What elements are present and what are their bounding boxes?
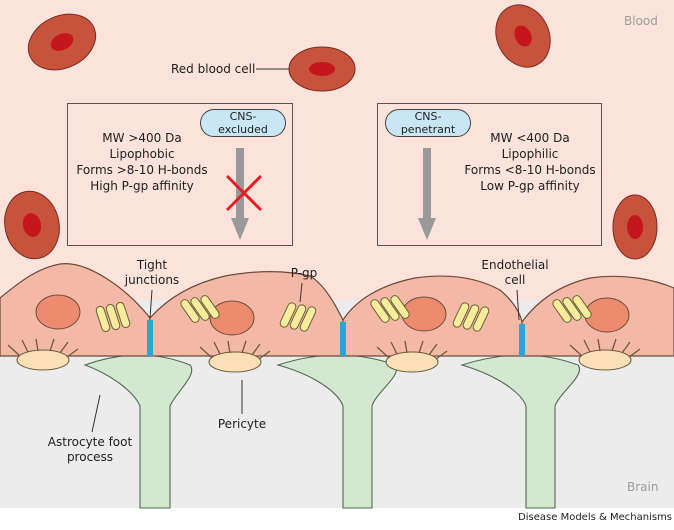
pericyte-label: Pericyte [217, 417, 267, 431]
pericyte-processes [7, 338, 641, 360]
red-blood-cell [495, 4, 551, 68]
red-blood-cell-label: Red blood cell [171, 62, 256, 76]
pericyte [16, 349, 632, 373]
pill-line-1: CNS- [229, 110, 257, 123]
blocked-arrow [231, 148, 249, 240]
cns-excluded-box [67, 103, 293, 246]
astrocyte-foot-process-label: Astrocyte foot process [40, 435, 140, 465]
credit-strip [0, 508, 674, 526]
cross-mark [225, 174, 263, 212]
penetrant-arrow [418, 148, 436, 240]
property-line: MW <400 Da [490, 131, 570, 145]
red-blood-cell [27, 13, 97, 71]
red-blood-cell [4, 190, 60, 260]
label-line: junctions [124, 273, 180, 287]
pill-line-2: excluded [218, 123, 268, 136]
label-line: Tight [136, 258, 168, 272]
property-line: Low P-gp affinity [480, 179, 580, 193]
red-blood-cell [288, 46, 356, 92]
pill-line-1: CNS- [414, 110, 442, 123]
blood-label: Blood [624, 14, 658, 28]
label-line: Astrocyte foot [47, 435, 133, 449]
brain-label: Brain [627, 480, 659, 494]
property-line: High P-gp affinity [90, 179, 194, 193]
label-line: Endothelial [481, 258, 549, 272]
property-line: Lipophilic [501, 147, 559, 161]
cns-penetrant-properties: MW <400 Da Lipophilic Forms <8-10 H-bond… [460, 130, 600, 194]
tight-junctions-label: Tight junctions [120, 258, 184, 288]
endothelial-cell-label: Endothelial cell [470, 258, 560, 288]
pgp-transporter [95, 295, 592, 333]
property-line: Lipophobic [109, 147, 175, 161]
leader-lines [91, 282, 520, 433]
pgp-label: P-gp [290, 266, 318, 280]
cns-penetrant-pill: CNS- penetrant [385, 109, 471, 137]
tight-junction [147, 320, 525, 356]
property-line: Forms >8-10 H-bonds [76, 163, 208, 177]
journal-credit: Disease Models & Mechanisms [518, 512, 672, 523]
label-line: process [66, 450, 114, 464]
cns-excluded-properties: MW >400 Da Lipophobic Forms >8-10 H-bond… [72, 130, 212, 194]
label-line: cell [504, 273, 526, 287]
property-line: Forms <8-10 H-bonds [464, 163, 596, 177]
property-line: MW >400 Da [102, 131, 182, 145]
red-blood-cell [612, 194, 658, 260]
cns-excluded-pill: CNS- excluded [200, 109, 286, 137]
cns-penetrant-box [377, 103, 602, 246]
pill-line-2: penetrant [400, 123, 456, 136]
